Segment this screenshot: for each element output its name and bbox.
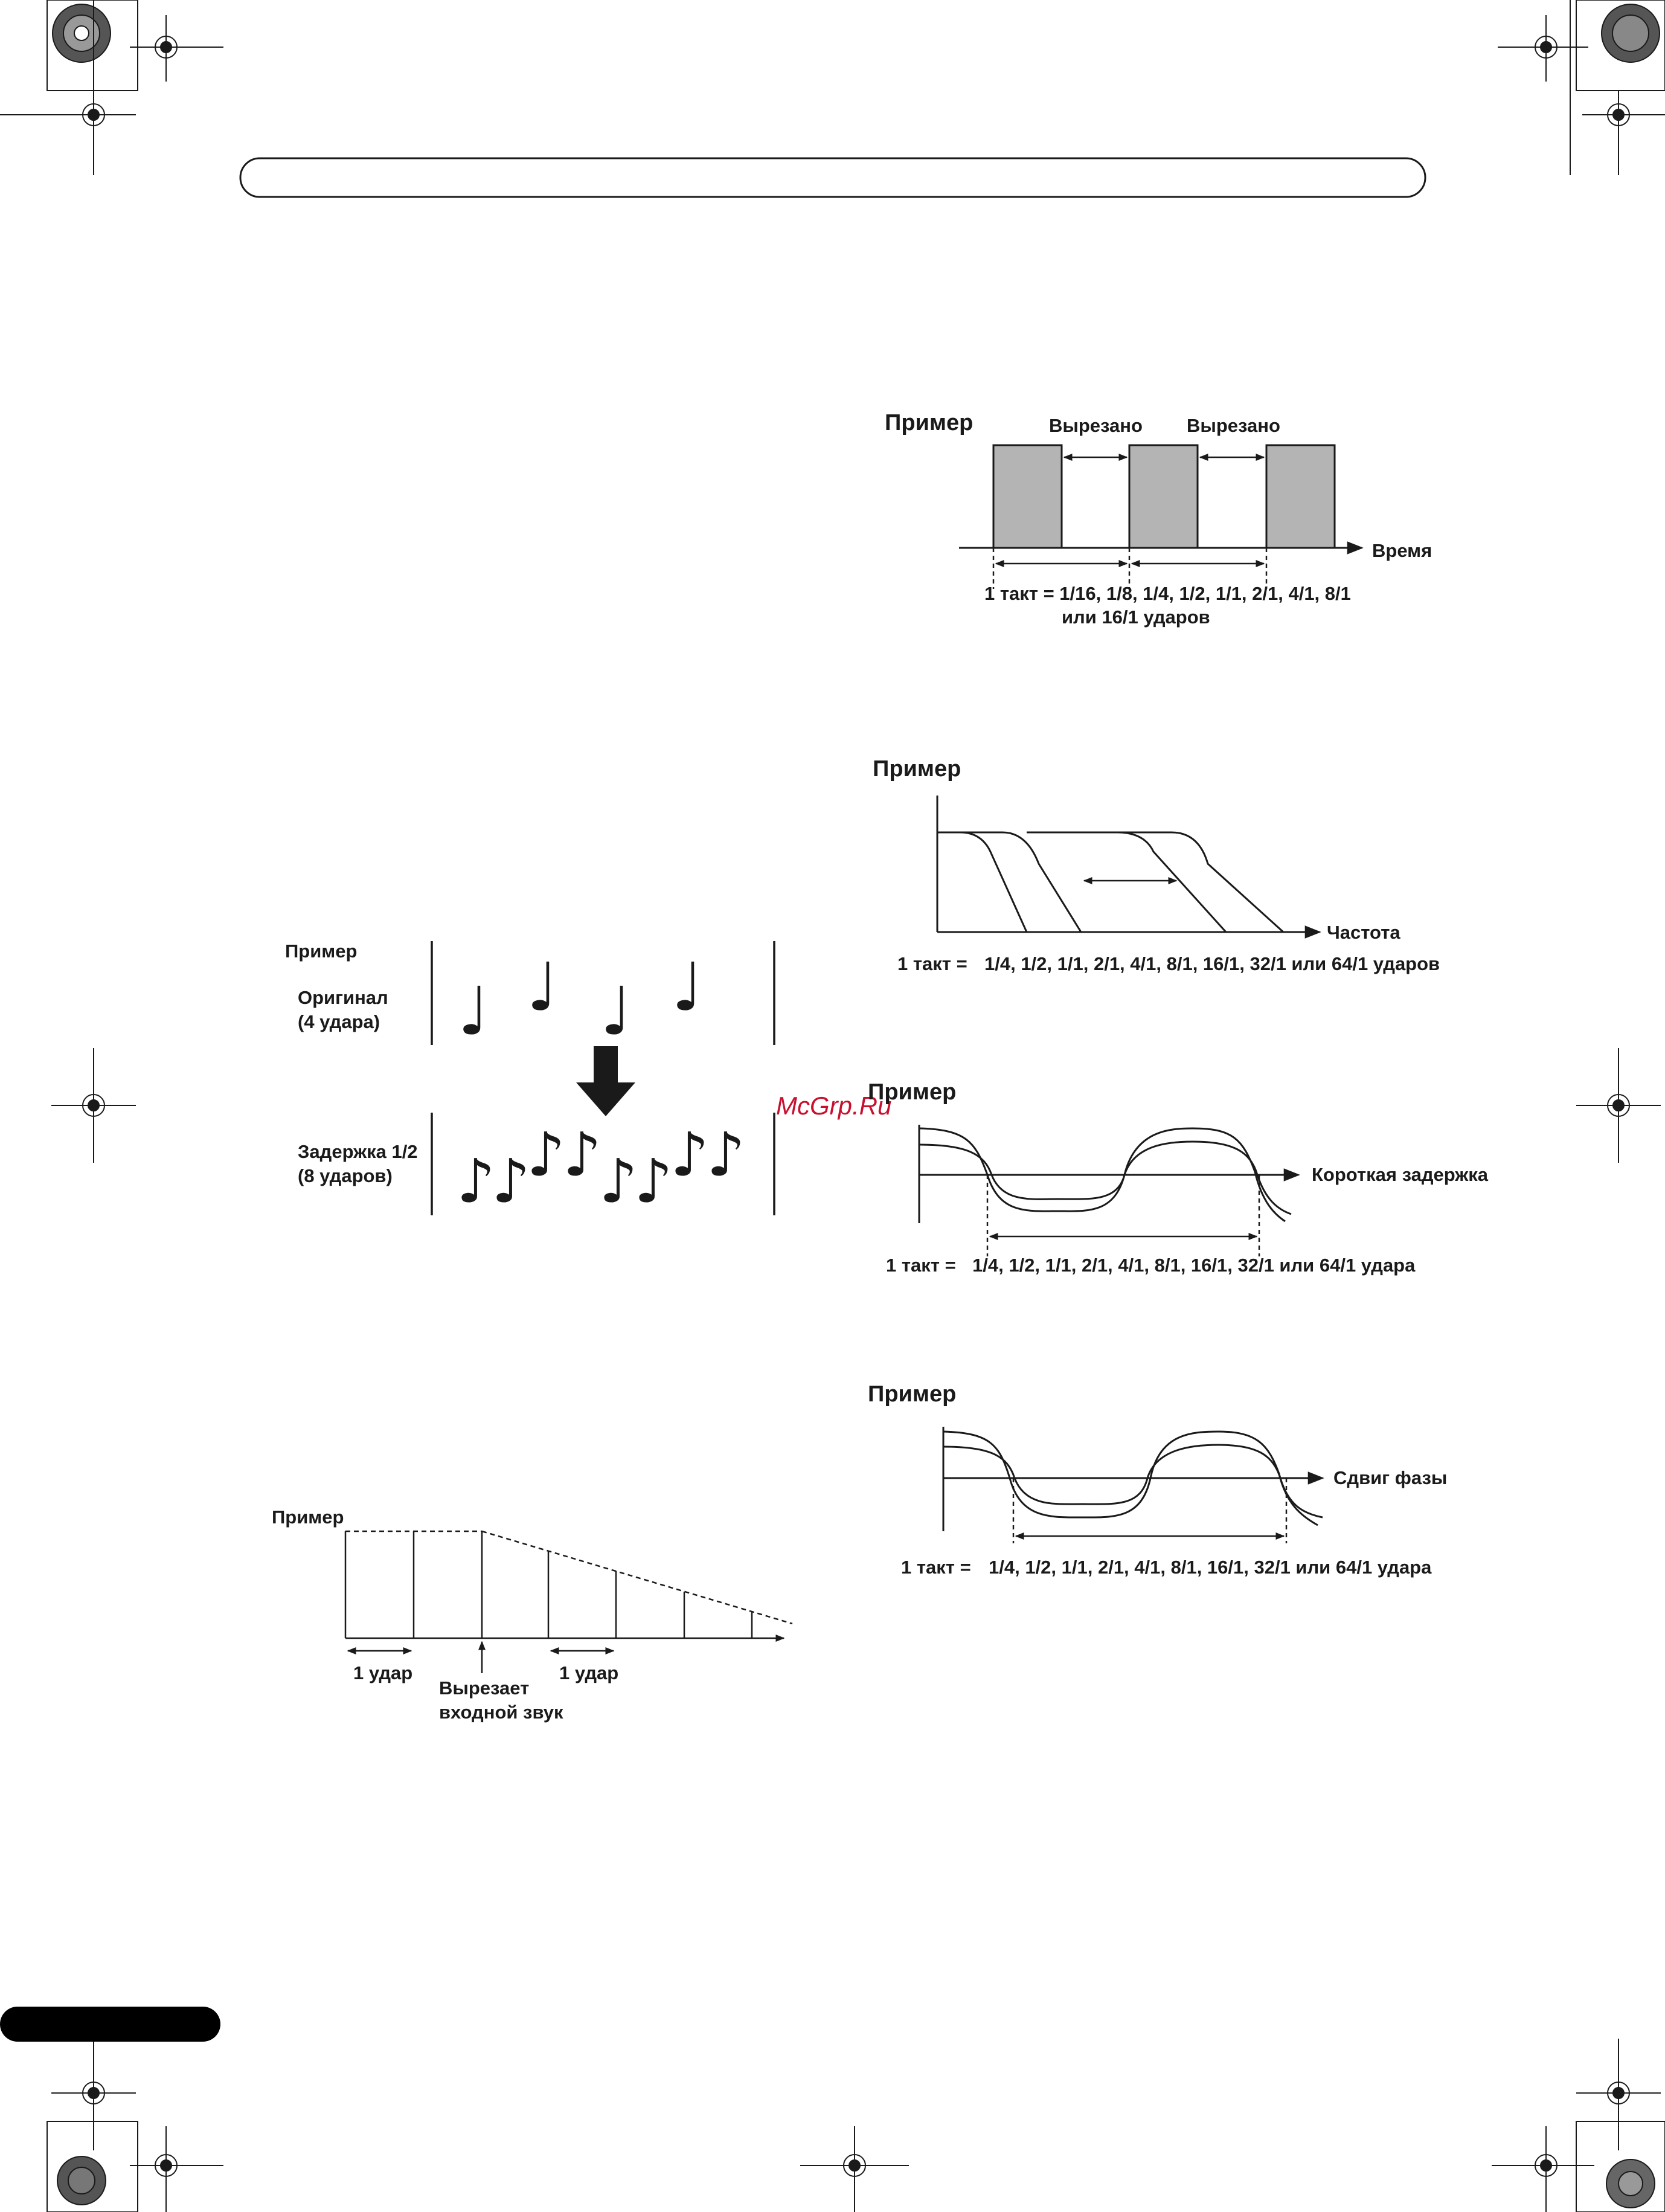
watermark: McGrp.Ru	[776, 1092, 891, 1120]
quarter-note-icon: ♩	[672, 948, 703, 1026]
caption-values: 1/4, 1/2, 1/1, 2/1, 4/1, 8/1, 16/1, 32/1…	[972, 1255, 1416, 1276]
crosshair-target-icon	[1582, 91, 1665, 175]
axis-label: Короткая задержка	[1312, 1164, 1489, 1185]
caption-prefix: 1 такт =	[901, 1557, 971, 1578]
quarter-note-icon: ♩	[458, 973, 489, 1050]
sound-block	[1128, 444, 1199, 549]
cut-label: входной звук	[439, 1702, 563, 1723]
page-number-tab	[0, 2007, 220, 2042]
caption: 1 такт = 1/16, 1/8, 1/4, 1/2, 1/1, 2/1, …	[984, 583, 1351, 604]
flanger-diagram: Пример Короткая задержка 1 такт = 1/4, 1…	[868, 1079, 1489, 1276]
beat-label: 1 удар	[559, 1662, 618, 1683]
filter-diagram: Пример Частота 1 такт = 1/4, 1/2, 1/1, 2…	[873, 756, 1440, 974]
crosshair-target-icon	[1492, 2126, 1594, 2212]
filter-curve	[942, 831, 1082, 933]
phaser-diagram: Пример Сдвиг фазы 1 такт = 1/4, 1/2, 1/1…	[868, 1381, 1447, 1578]
caption-values: 1/4, 1/2, 1/1, 2/1, 4/1, 8/1, 16/1, 32/1…	[989, 1557, 1432, 1578]
crosshair-target-icon	[51, 2039, 136, 2150]
crosshair-target-icon	[130, 15, 223, 82]
axis-label: Частота	[1327, 922, 1400, 943]
diagram-title: Пример	[868, 1381, 956, 1407]
delay-label: Задержка 1/2	[298, 1141, 418, 1162]
crosshair-target-icon	[51, 1048, 136, 1163]
diagram-title: Пример	[885, 410, 973, 436]
crosshair-target-icon	[130, 2126, 223, 2212]
corner-mark-top-right	[1570, 0, 1665, 175]
crosshair-target-icon	[1576, 2039, 1661, 2150]
filter-curve	[1111, 831, 1285, 933]
echo-decay-line	[481, 1530, 793, 1625]
beat-label: 1 удар	[353, 1662, 412, 1683]
original-label: Оригинал	[298, 987, 388, 1008]
diagram-title: Пример	[873, 756, 961, 782]
wave-curve	[943, 1444, 1323, 1519]
axis-label: Сдвиг фазы	[1333, 1467, 1447, 1488]
eighth-note-icon: ♪	[670, 1119, 709, 1190]
wave-curve	[919, 1140, 1292, 1215]
corner-mark-top-left	[0, 0, 138, 175]
eighth-note-icon: ♪	[563, 1119, 602, 1190]
eighth-note-icon: ♪	[527, 1119, 565, 1190]
caption-prefix: 1 такт =	[897, 953, 967, 974]
corner-mark-bottom-right	[1576, 2121, 1665, 2212]
echo-diagram: Пример 1 удар 1 удар Вырезает входной зв…	[272, 1506, 793, 1723]
filter-curve	[1027, 831, 1227, 933]
caption-values: 1/4, 1/2, 1/1, 2/1, 4/1, 8/1, 16/1, 32/1…	[984, 953, 1440, 974]
gate-blocks	[992, 444, 1336, 549]
filter-curve	[937, 831, 1028, 933]
diagram-title: Пример	[868, 1079, 956, 1105]
eighth-note-icon: ♪	[457, 1146, 495, 1217]
crosshair-target-icon	[1498, 15, 1588, 82]
cut-label: Вырезано	[1187, 415, 1280, 436]
sound-block	[1265, 444, 1336, 549]
diagram-title: Пример	[272, 1506, 344, 1528]
original-label: (4 удара)	[298, 1011, 380, 1032]
crosshair-target-icon	[51, 103, 136, 126]
cut-label: Вырезает	[439, 1677, 529, 1699]
arrow-down-icon	[576, 1046, 635, 1116]
quarter-note-icon: ♩	[527, 948, 558, 1026]
caption-prefix: 1 такт =	[886, 1255, 956, 1276]
eighth-note-icon: ♪	[599, 1146, 638, 1217]
delay-label: (8 ударов)	[298, 1165, 393, 1186]
cut-label: Вырезано	[1049, 415, 1143, 436]
delay-notes-diagram: Пример Оригинал (4 удара) ♩ ♩ ♩ ♩ Задерж…	[285, 940, 775, 1217]
eighth-notes: ♪ ♪ ♪ ♪ ♪ ♪ ♪ ♪	[457, 1119, 745, 1217]
crosshair-target-icon	[800, 2126, 909, 2212]
diagram-title: Пример	[285, 940, 357, 962]
sound-block	[992, 444, 1063, 549]
quarter-note-icon: ♩	[600, 973, 632, 1050]
gate-diagram: Пример Вырезано Вырезано Время 1 такт = …	[885, 410, 1432, 628]
eighth-note-icon: ♪	[492, 1146, 530, 1217]
corner-mark-bottom-left	[47, 2121, 138, 2212]
quarter-notes: ♩ ♩ ♩ ♩	[458, 948, 703, 1050]
caption: или 16/1 ударов	[1062, 606, 1210, 628]
header-bar	[239, 157, 1426, 198]
eighth-note-icon: ♪	[707, 1119, 745, 1190]
eighth-note-icon: ♪	[634, 1146, 673, 1217]
crosshair-target-icon	[1576, 1048, 1661, 1163]
axis-label: Время	[1372, 540, 1432, 561]
